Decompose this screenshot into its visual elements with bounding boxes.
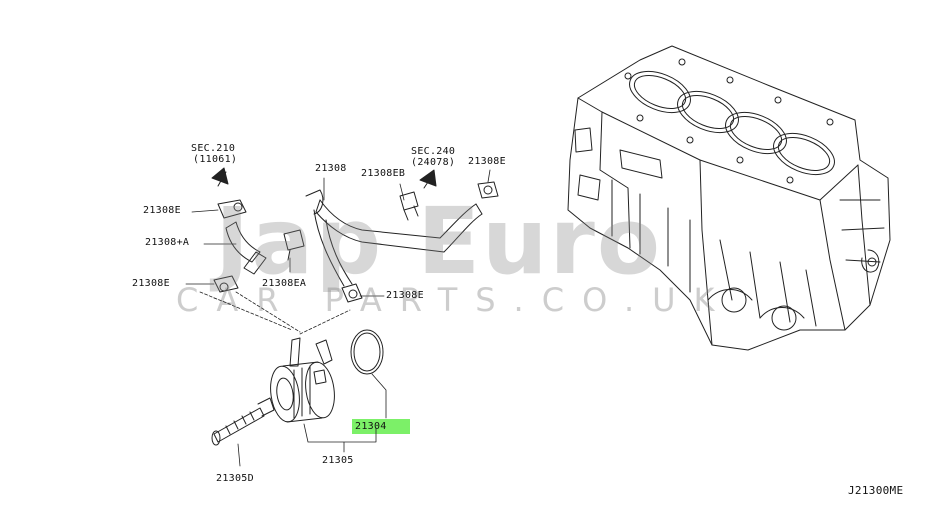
engine-block-drawing bbox=[567, 45, 891, 351]
arrows-drawing bbox=[211, 167, 437, 189]
part-label-21305d[interactable]: 21305D bbox=[216, 473, 254, 484]
leader-lines bbox=[185, 169, 491, 467]
part-label-21308eb[interactable]: 21308EB bbox=[361, 168, 406, 179]
label-sec240[interactable]: SEC.240 bbox=[411, 146, 456, 157]
part-label-21305[interactable]: 21305 bbox=[322, 455, 354, 466]
watermark-brand: Jap Euro bbox=[215, 188, 663, 295]
part-label-21308ea[interactable]: 21308EA bbox=[262, 278, 307, 289]
oil-cooler-drawing bbox=[211, 329, 384, 446]
part-label-21308-plus-a[interactable]: 21308+A bbox=[145, 237, 190, 248]
hose-drawing bbox=[213, 181, 499, 303]
part-label-21308[interactable]: 21308 bbox=[315, 163, 347, 174]
part-label-21304[interactable]: 21304 bbox=[355, 421, 387, 432]
label-sec240-sub: (24078) bbox=[411, 157, 456, 168]
part-label-21308e-top-right[interactable]: 21308E bbox=[468, 156, 506, 167]
selected-part-highlight bbox=[352, 419, 410, 434]
part-label-21308e-left[interactable]: 21308E bbox=[143, 205, 181, 216]
watermark-site: CAR PARTS.CO.UK bbox=[176, 281, 733, 319]
part-label-21308e-lower-mid[interactable]: 21308E bbox=[386, 290, 424, 301]
diagram-id: J21300ME bbox=[848, 484, 904, 497]
label-sec210[interactable]: SEC.210 bbox=[191, 143, 236, 154]
label-sec210-sub: (11061) bbox=[193, 154, 238, 165]
part-label-21308e-lower-left[interactable]: 21308E bbox=[132, 278, 170, 289]
